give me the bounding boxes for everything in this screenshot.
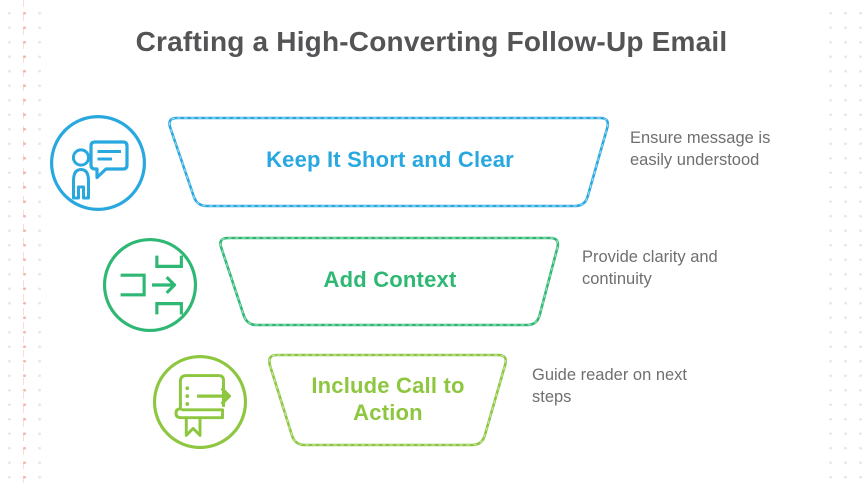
funnel-shape-step-3	[258, 350, 518, 450]
step-1-label-text: Keep It Short and Clear	[266, 147, 514, 173]
funnel-shape-step-1	[160, 112, 620, 212]
step-2-label-text: Add Context	[323, 267, 457, 293]
left-dot-grid	[0, 0, 46, 484]
step-3-label-text: Include Call to Action	[311, 372, 465, 426]
page-title: Crafting a High-Converting Follow-Up Ema…	[135, 26, 728, 57]
step-3-description: Guide reader on next steps	[532, 366, 688, 406]
book-arrow-icon	[151, 353, 249, 451]
step-2-description: Provide clarity and continuity	[582, 248, 718, 288]
person-chat-icon	[48, 113, 148, 213]
step-1-label: Keep It Short and Clear	[160, 112, 620, 208]
left-pink-dot-column	[16, 0, 31, 484]
right-dot-grid	[817, 0, 863, 484]
step-3-label: Include Call to Action	[258, 350, 518, 448]
step-1-description: Ensure message is easily understood	[630, 129, 771, 169]
step-2-label: Add Context	[210, 232, 570, 328]
merge-arrows-icon	[101, 236, 199, 334]
funnel-shape-step-2	[210, 232, 570, 332]
